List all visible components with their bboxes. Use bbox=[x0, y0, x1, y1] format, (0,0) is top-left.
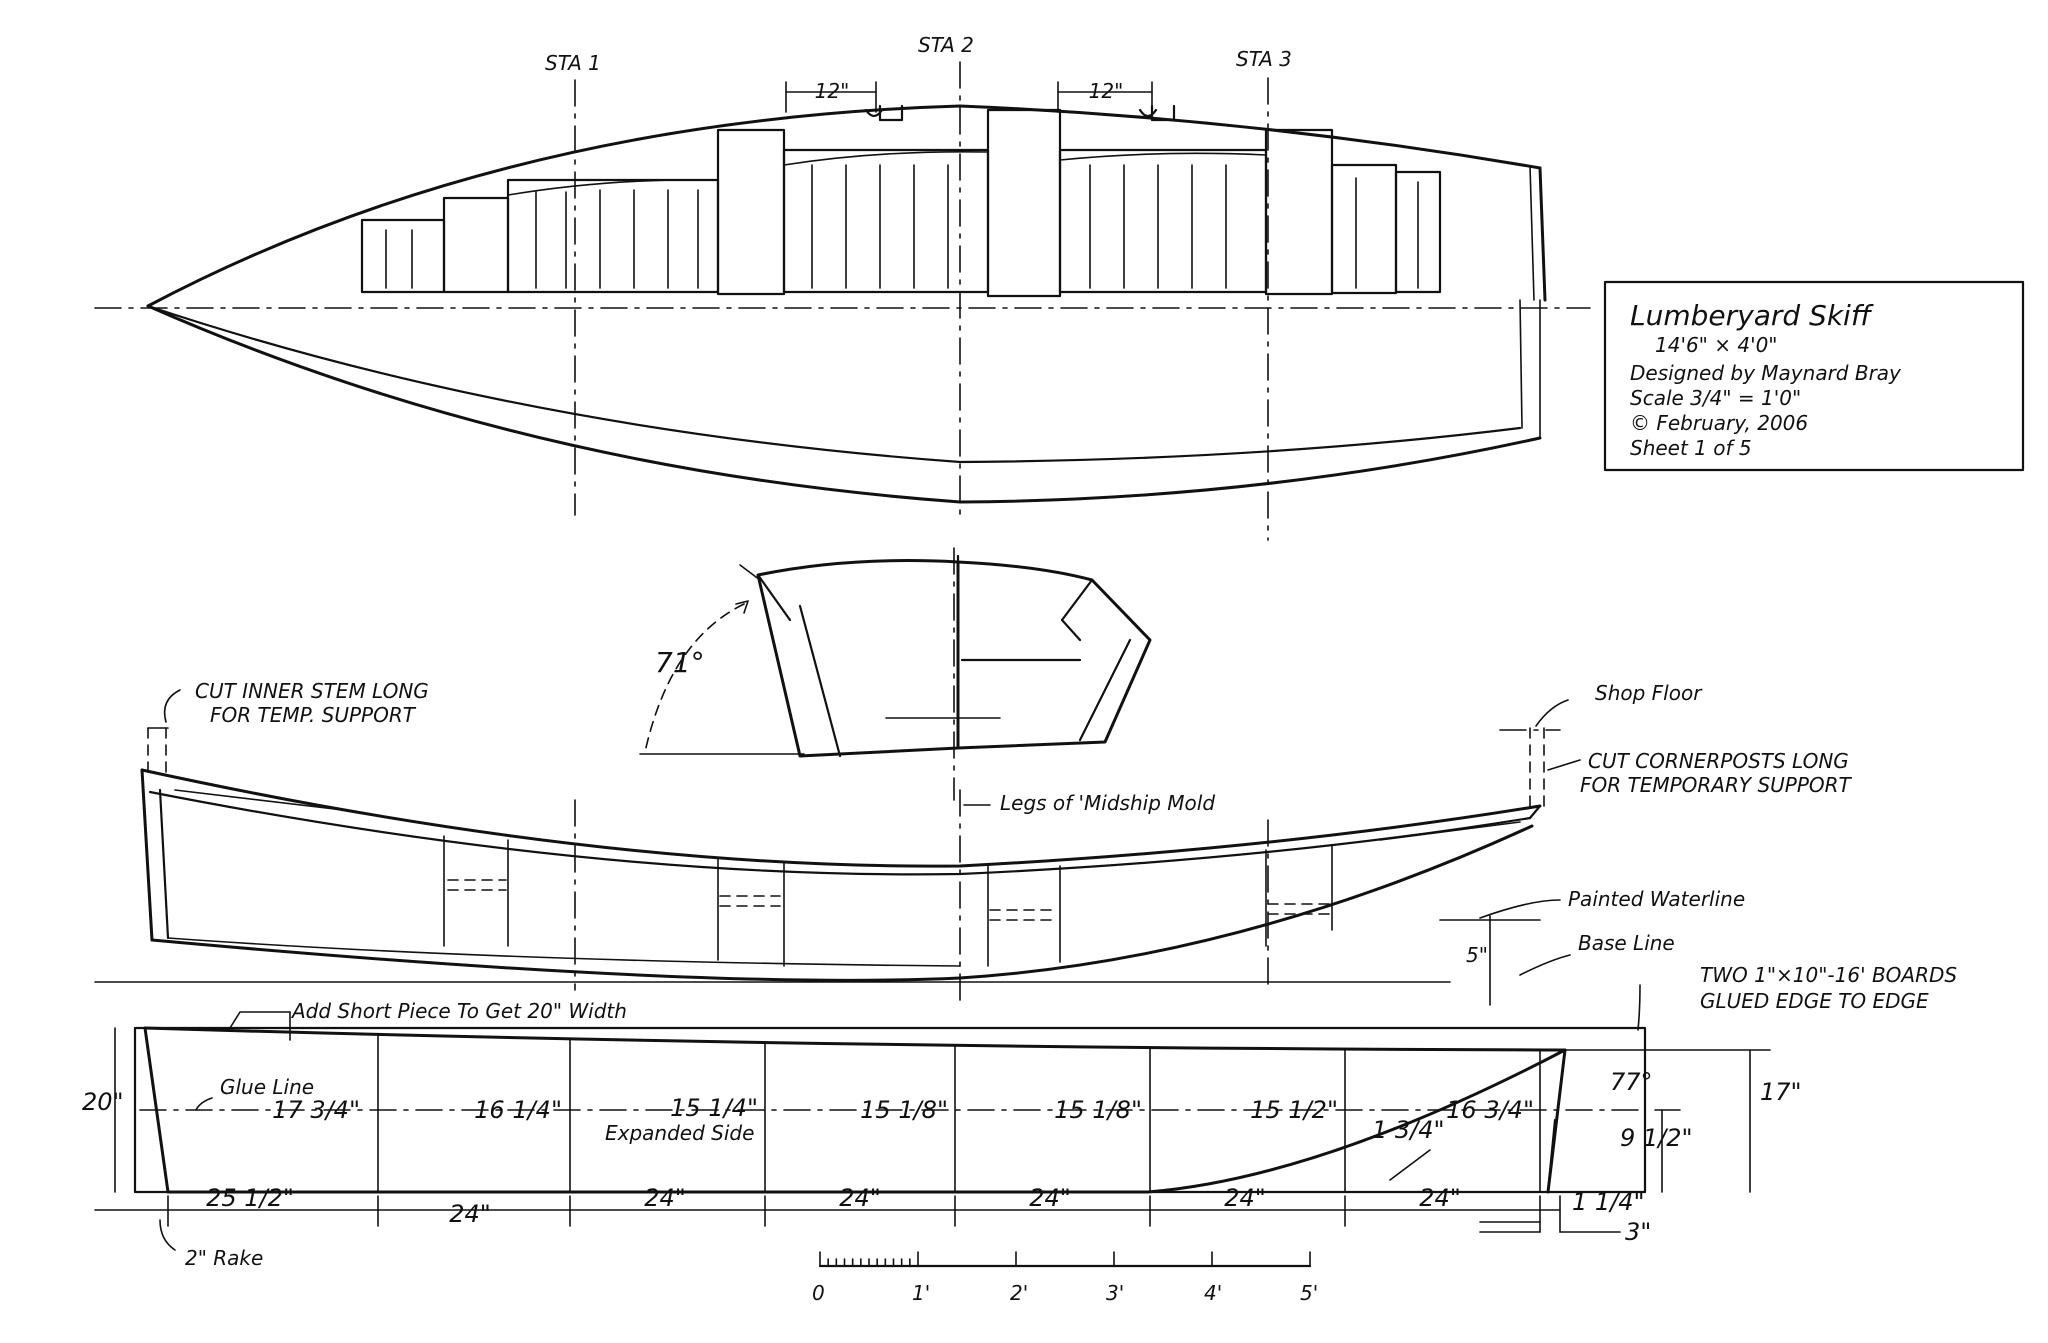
note-painted-waterline: Painted Waterline bbox=[1568, 887, 1745, 911]
spacing-dim-6: 24" bbox=[1419, 1184, 1461, 1212]
title-scale: Scale 3/4" = 1'0" bbox=[1630, 386, 1801, 410]
title-size: 14'6" × 4'0" bbox=[1655, 333, 1778, 357]
station-label-2: STA 2 bbox=[918, 33, 974, 57]
rise-dim: 1 3/4" bbox=[1372, 1116, 1445, 1144]
spacing-dim-5: 24" bbox=[1224, 1184, 1266, 1212]
add-short-piece-note: Add Short Piece To Get 20" Width bbox=[290, 999, 627, 1023]
scale-label-2: 2' bbox=[1010, 1281, 1028, 1305]
note-mold-legs: Legs of 'Midship Mold bbox=[1000, 791, 1215, 815]
scale-label-4: 4' bbox=[1204, 1281, 1222, 1305]
glue-line-label: Glue Line bbox=[220, 1075, 314, 1099]
title-designer: Designed by Maynard Bray bbox=[1630, 361, 1902, 385]
scale-label-1: 1' bbox=[912, 1281, 930, 1305]
transom-thickness-dim: 3" bbox=[1625, 1218, 1651, 1246]
midship-view: 71° bbox=[639, 547, 1152, 801]
waterline-offset: 5" bbox=[1466, 943, 1488, 967]
station-label-1: STA 1 bbox=[545, 51, 601, 75]
note-inner-stem: CUT INNER STEM LONG FOR TEMP. SUPPORT bbox=[195, 679, 435, 727]
bevel-dim: 1 1/4" bbox=[1572, 1188, 1645, 1216]
spacing-dim-3: 24" bbox=[839, 1184, 881, 1212]
note-base-line: Base Line bbox=[1578, 931, 1675, 955]
plan-view: 12" 12" STA 1 STA 2 STA 3 bbox=[94, 33, 1591, 541]
scale-bar: 0 1' 2' 3' 4' 5' bbox=[812, 1251, 1318, 1305]
plan-dim-12-right: 12" bbox=[1089, 79, 1124, 103]
height-dim-3: 15 1/4" bbox=[670, 1094, 758, 1122]
height-dim-7: 16 3/4" bbox=[1446, 1096, 1534, 1124]
title-name: Lumberyard Skiff bbox=[1630, 299, 1874, 332]
height-dim-9: 9 1/2" bbox=[1620, 1124, 1693, 1152]
expanded-side: Add Short Piece To Get 20" Width Glue Li… bbox=[82, 999, 1802, 1270]
title-date: © February, 2006 bbox=[1630, 411, 1808, 435]
scale-label-0: 0 bbox=[812, 1281, 825, 1305]
scale-label-5: 5' bbox=[1300, 1281, 1318, 1305]
station-label-3: STA 3 bbox=[1236, 47, 1292, 71]
height-dim-0: 20" bbox=[82, 1088, 124, 1116]
height-dim-1: 17 3/4" bbox=[272, 1096, 360, 1124]
note-shop-floor: Shop Floor bbox=[1595, 681, 1703, 705]
height-dim-4: 15 1/8" bbox=[860, 1096, 948, 1124]
transom-angle: 77° bbox=[1610, 1068, 1653, 1096]
height-dim-2: 16 1/4" bbox=[474, 1096, 562, 1124]
height-dim-8: 17" bbox=[1760, 1078, 1802, 1106]
expanded-side-label: Expanded Side bbox=[605, 1121, 754, 1145]
spacing-dim-0: 25 1/2" bbox=[206, 1184, 294, 1212]
height-dim-5: 15 1/8" bbox=[1054, 1096, 1142, 1124]
spacing-dim-2: 24" bbox=[644, 1184, 686, 1212]
spacing-dim-4: 24" bbox=[1029, 1184, 1071, 1212]
midship-angle: 71° bbox=[655, 646, 705, 679]
title-block: Lumberyard Skiff 14'6" × 4'0" Designed b… bbox=[1603, 280, 2025, 472]
scale-label-3: 3' bbox=[1106, 1281, 1124, 1305]
rake-note: 2" Rake bbox=[185, 1246, 263, 1270]
height-dim-6: 15 1/2" bbox=[1250, 1096, 1338, 1124]
note-cornerposts: CUT CORNERPOSTS LONG FOR TEMPORARY SUPPO… bbox=[1580, 749, 1855, 797]
profile-view: 5" CUT INNER STEM LONG FOR TEMP. SUPPORT… bbox=[94, 679, 1963, 1031]
plan-dim-12-left: 12" bbox=[815, 79, 850, 103]
note-boards: TWO 1"×10"-16' BOARDS GLUED EDGE TO EDGE bbox=[1700, 963, 1963, 1013]
spacing-dim-1: 24" bbox=[449, 1200, 491, 1228]
title-sheet: Sheet 1 of 5 bbox=[1630, 436, 1752, 460]
